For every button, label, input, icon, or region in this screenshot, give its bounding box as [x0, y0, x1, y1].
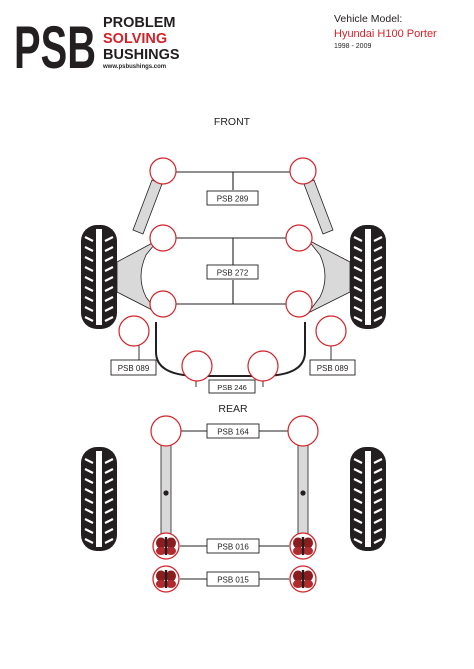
label-psb-016: PSB 016: [206, 538, 260, 554]
label-psb-016-text: PSB 016: [217, 543, 249, 552]
front-frame-lines: [176, 171, 290, 305]
logo-line-1: PROBLEM: [103, 15, 176, 31]
rear-right-leaf-spring: [297, 443, 309, 537]
label-psb-089-left: PSB 089: [110, 359, 157, 376]
label-psb-272: PSB 272: [206, 264, 259, 280]
logo-letters: PSB: [14, 14, 96, 81]
front-right-tyre-icon: [348, 223, 388, 331]
label-psb-089-right: PSB 089: [309, 359, 356, 376]
rear-low-left-bushing-icon: [152, 565, 180, 593]
rear-low-right-bushing-icon: [289, 565, 317, 593]
section-front-title: FRONT: [213, 116, 251, 128]
label-psb-246: PSB 246: [208, 379, 256, 394]
front-upper-right-bushing: [289, 157, 317, 185]
label-psb-089-left-text: PSB 089: [118, 364, 150, 373]
rear-right-tyre-icon: [348, 445, 388, 553]
front-upper-left-bushing: [149, 157, 177, 185]
vehicle-model-label: Vehicle Model:: [334, 13, 403, 25]
logo-line-3: BUSHINGS: [103, 47, 180, 63]
front-right-hub: [307, 239, 351, 314]
label-psb-246-text: PSB 246: [217, 383, 247, 392]
front-low-left-bushing: [149, 290, 177, 318]
label-psb-289: PSB 289: [206, 190, 259, 206]
label-psb-089-right-text: PSB 089: [317, 364, 349, 373]
front-low-right-bushing: [285, 290, 313, 318]
front-stabiliser-bar: [155, 322, 306, 377]
front-bottom-left-bushing: [181, 350, 213, 382]
label-psb-164-text: PSB 164: [217, 428, 249, 437]
psb-logo: PSB: [14, 14, 96, 81]
label-psb-164: PSB 164: [206, 423, 260, 439]
front-bottom-right-bushing: [247, 350, 279, 382]
logo-url: www.psbushings.com: [103, 64, 167, 70]
vehicle-model-name: Hyundai H100 Porter: [334, 28, 437, 40]
rear-left-leaf-spring: [160, 443, 172, 537]
rear-top-right-bushing: [287, 415, 319, 447]
label-psb-289-text: PSB 289: [217, 195, 249, 204]
label-psb-015-text: PSB 015: [217, 576, 249, 585]
logo-line-2: SOLVING: [103, 31, 168, 47]
rear-mid-right-bushing-icon: [289, 532, 317, 560]
front-side-right-bushing: [315, 315, 347, 347]
rear-top-left-bushing: [150, 415, 182, 447]
front-mid-right-bushing: [285, 224, 313, 252]
section-rear-title: REAR: [218, 403, 248, 415]
front-right-strut: [303, 179, 334, 235]
front-left-tyre-icon: [79, 223, 119, 331]
rear-frame-lines: [180, 430, 289, 580]
front-mid-left-bushing: [149, 224, 177, 252]
label-psb-015: PSB 015: [206, 571, 260, 587]
label-psb-272-text: PSB 272: [217, 269, 249, 278]
rear-mid-left-bushing-icon: [152, 532, 180, 560]
vehicle-years: 1998 - 2009: [334, 43, 372, 50]
front-side-left-bushing: [118, 315, 150, 347]
rear-left-tyre-icon: [79, 445, 119, 553]
